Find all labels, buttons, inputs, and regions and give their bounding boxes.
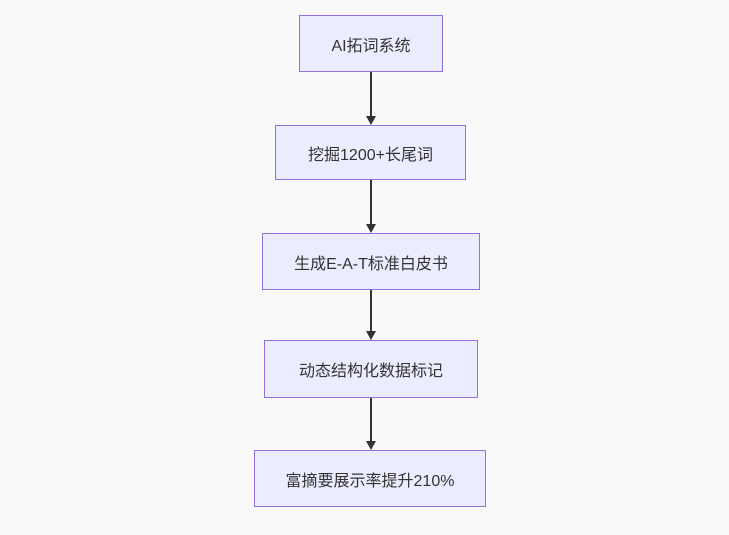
flow-node-longtail-mining: 挖掘1200+长尾词 xyxy=(275,125,466,180)
arrow-4-to-5 xyxy=(365,398,377,450)
flow-node-label: 动态结构化数据标记 xyxy=(298,363,443,380)
flow-node-rich-snippet-result: 富摘要展示率提升210% xyxy=(254,450,486,507)
arrow-shaft xyxy=(370,72,372,116)
flow-node-label: AI拓词系统 xyxy=(331,37,411,55)
arrow-head-icon xyxy=(366,331,376,340)
arrow-head-icon xyxy=(366,116,376,125)
arrow-shaft xyxy=(370,180,372,224)
flow-node-ai-word-expansion: AI拓词系统 xyxy=(299,15,443,72)
arrow-head-icon xyxy=(366,441,376,450)
arrow-shaft xyxy=(370,398,372,441)
flow-node-structured-data-markup: 动态结构化数据标记 xyxy=(264,340,478,398)
arrow-2-to-3 xyxy=(365,180,377,233)
arrow-shaft xyxy=(370,290,372,331)
flow-node-eat-whitepaper: 生成E-A-T标准白皮书 xyxy=(262,233,480,290)
flow-node-label: 富摘要展示率提升210% xyxy=(285,472,455,490)
arrow-head-icon xyxy=(366,224,376,233)
flow-node-label: 生成E-A-T标准白皮书 xyxy=(294,255,448,273)
arrow-3-to-4 xyxy=(365,290,377,340)
arrow-1-to-2 xyxy=(365,72,377,125)
flow-node-label: 挖掘1200+长尾词 xyxy=(308,146,433,164)
